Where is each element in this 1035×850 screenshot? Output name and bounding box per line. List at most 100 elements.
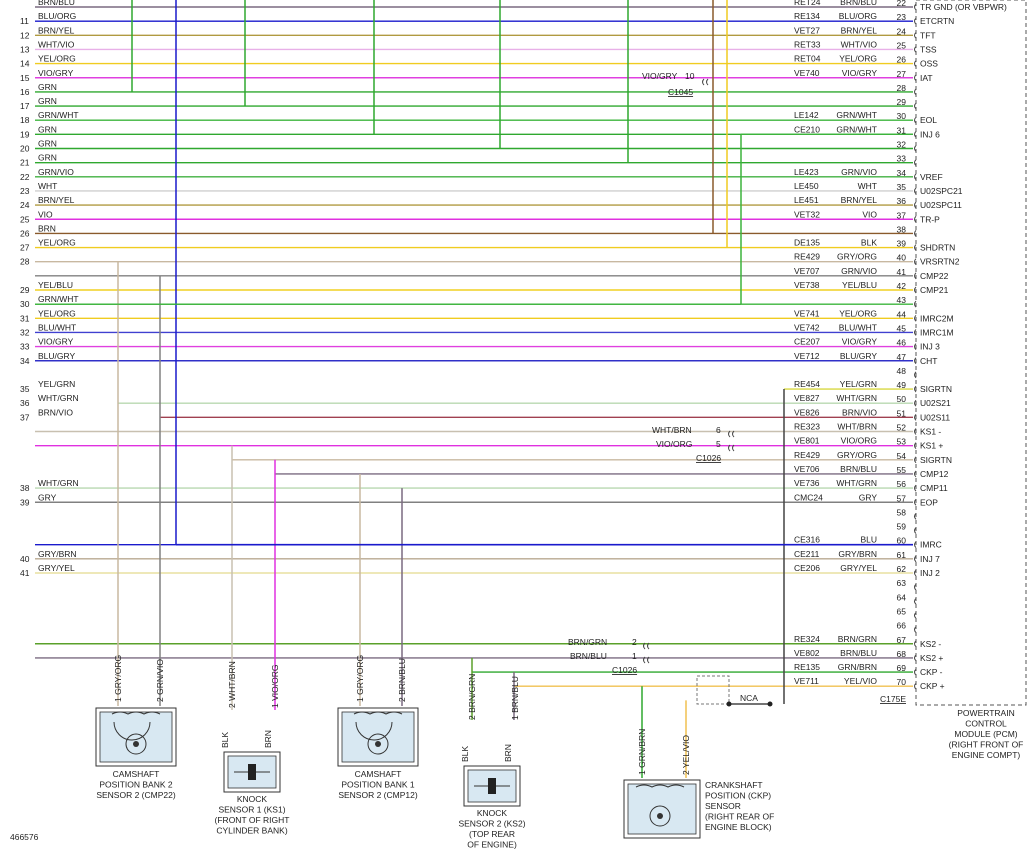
pin-tick <box>914 399 917 407</box>
left-wire-color: GRN <box>38 124 57 134</box>
pcm-pin: 69 <box>897 663 907 673</box>
pcm-label-line: (RIGHT FRONT OF <box>949 740 1024 750</box>
line-number: 27 <box>20 243 30 253</box>
gear-icon <box>649 805 671 827</box>
pcm-pin: 57 <box>897 493 907 503</box>
circuit-code: RE135 <box>794 662 820 672</box>
pcm-label-line: ENGINE COMPT) <box>952 750 1021 760</box>
c1026a-pin-2: 5 <box>716 439 721 449</box>
pcm-pin: 63 <box>897 578 907 588</box>
right-wire-color: WHT/VIO <box>841 39 878 49</box>
pcm-pin: 49 <box>897 380 907 390</box>
gear-icon <box>367 733 389 755</box>
connector-c1026-ks1: WHT/BRN 6 VIO/ORG 5 C1026 <box>652 425 735 463</box>
pcm-signal: SIGRTN <box>920 384 952 394</box>
pcm-signal: INJ 6 <box>920 129 940 139</box>
left-wire-color: GRN <box>38 153 57 163</box>
pcm-pin: 35 <box>897 182 907 192</box>
gear-hub-icon <box>657 813 663 819</box>
pcm-pin: 55 <box>897 465 907 475</box>
c1045-symbol <box>702 78 709 86</box>
pcm-outline <box>915 0 1027 706</box>
left-wire-color: YEL/ORG <box>38 308 76 318</box>
pcm-signal: U02S21 <box>920 398 951 408</box>
line-number: 30 <box>20 299 30 309</box>
nca-label: NCA <box>740 693 758 703</box>
pcm-label-line: POWERTRAIN <box>957 708 1014 718</box>
circuit-code: LE451 <box>794 195 819 205</box>
line-number: 32 <box>20 327 30 337</box>
pcm-pin: 64 <box>897 592 907 602</box>
pcm-signal: CKP - <box>920 667 943 677</box>
right-wire-color: BRN/GRN <box>838 634 877 644</box>
nca-marker: NCA <box>696 675 773 707</box>
sensor-face <box>627 783 697 835</box>
left-wire-color: WHT/GRN <box>38 478 79 488</box>
pcm-signal: KS1 - <box>920 427 941 437</box>
circuit-code: RE429 <box>794 450 820 460</box>
pcm-signal: CMP21 <box>920 285 949 295</box>
pcm-pin: 67 <box>897 635 907 645</box>
c1026b-wire-col-2: BRN/BLU <box>570 651 607 661</box>
c1026a-wire-col-1: WHT/BRN <box>652 425 692 435</box>
pcm-signal: INJ 7 <box>920 554 940 564</box>
left-wire-color: BRN/BLU <box>38 0 75 7</box>
pcm-pin: 37 <box>897 210 907 220</box>
left-wire-color: VIO/GRY <box>38 337 74 347</box>
right-wire-color: BLK <box>861 238 877 248</box>
pcm-pin: 22 <box>897 0 907 8</box>
pcm-signal: U02SPC21 <box>920 186 963 196</box>
pcm-pin: 36 <box>897 196 907 206</box>
pcm-pin: 39 <box>897 239 907 249</box>
lower-wire-label: BLK <box>460 746 470 762</box>
circuit-code: VE742 <box>794 322 820 332</box>
circuit-code: RET24 <box>794 0 821 7</box>
right-wire-color: WHT/GRN <box>836 478 877 488</box>
pcm-signal: CMP11 <box>920 483 948 493</box>
component-label-line: SENSOR 1 (KS1) <box>218 805 285 815</box>
component-label-line: OF ENGINE) <box>467 840 517 850</box>
pin-label-2: 2 GRN/VIO <box>155 659 165 702</box>
pcm-pin: 41 <box>897 267 907 277</box>
pcm-signal: CKP + <box>920 681 945 691</box>
pcm-pin: 58 <box>897 507 907 517</box>
left-wire-color: GRN/WHT <box>38 110 79 120</box>
right-wire-color: GRN/WHT <box>836 124 877 134</box>
pcm-signal: VREF <box>920 172 943 182</box>
right-wire-color: VIO/ORG <box>841 436 877 446</box>
circuit-code: VET32 <box>794 209 820 219</box>
right-wire-color: GRN/WHT <box>836 110 877 120</box>
gear-icon <box>125 733 147 755</box>
right-wire-color: YEL/BLU <box>842 280 877 290</box>
left-wire-color: BLU/GRY <box>38 351 75 361</box>
pin-label-1: 1 VIO/ORG <box>270 665 280 708</box>
right-wire-color: GRY/YEL <box>840 563 877 573</box>
pcm-pin: 43 <box>897 295 907 305</box>
pcm-pin: 46 <box>897 338 907 348</box>
pcm-pin: 51 <box>897 408 907 418</box>
coil-icon <box>635 784 685 788</box>
sensor-coil <box>113 721 151 741</box>
pcm-signal: CMP12 <box>920 469 949 479</box>
circuit-code: CMC24 <box>794 492 823 502</box>
left-wire-color: BLU/WHT <box>38 322 76 332</box>
left-wire-color: VIO/GRY <box>38 68 74 78</box>
pcm-pin: 24 <box>897 26 907 36</box>
pcm-signal: CMP22 <box>920 271 949 281</box>
component-label-line: SENSOR 2 (CMP12) <box>338 790 418 800</box>
pcm-signal: OSS <box>920 59 938 69</box>
circuit-code: VE707 <box>794 266 820 276</box>
circuit-code: VE738 <box>794 280 820 290</box>
right-wire-color: GRY <box>859 492 878 502</box>
left-wire-color: WHT <box>38 181 57 191</box>
left-wire-color: YEL/BLU <box>38 280 73 290</box>
circuit-code: VET27 <box>794 25 820 35</box>
left-wire-color: BRN/VIO <box>38 407 73 417</box>
pcm-pin: 25 <box>897 40 907 50</box>
pcm-connector-label: C175E <box>880 694 906 704</box>
line-number: 29 <box>20 285 30 295</box>
